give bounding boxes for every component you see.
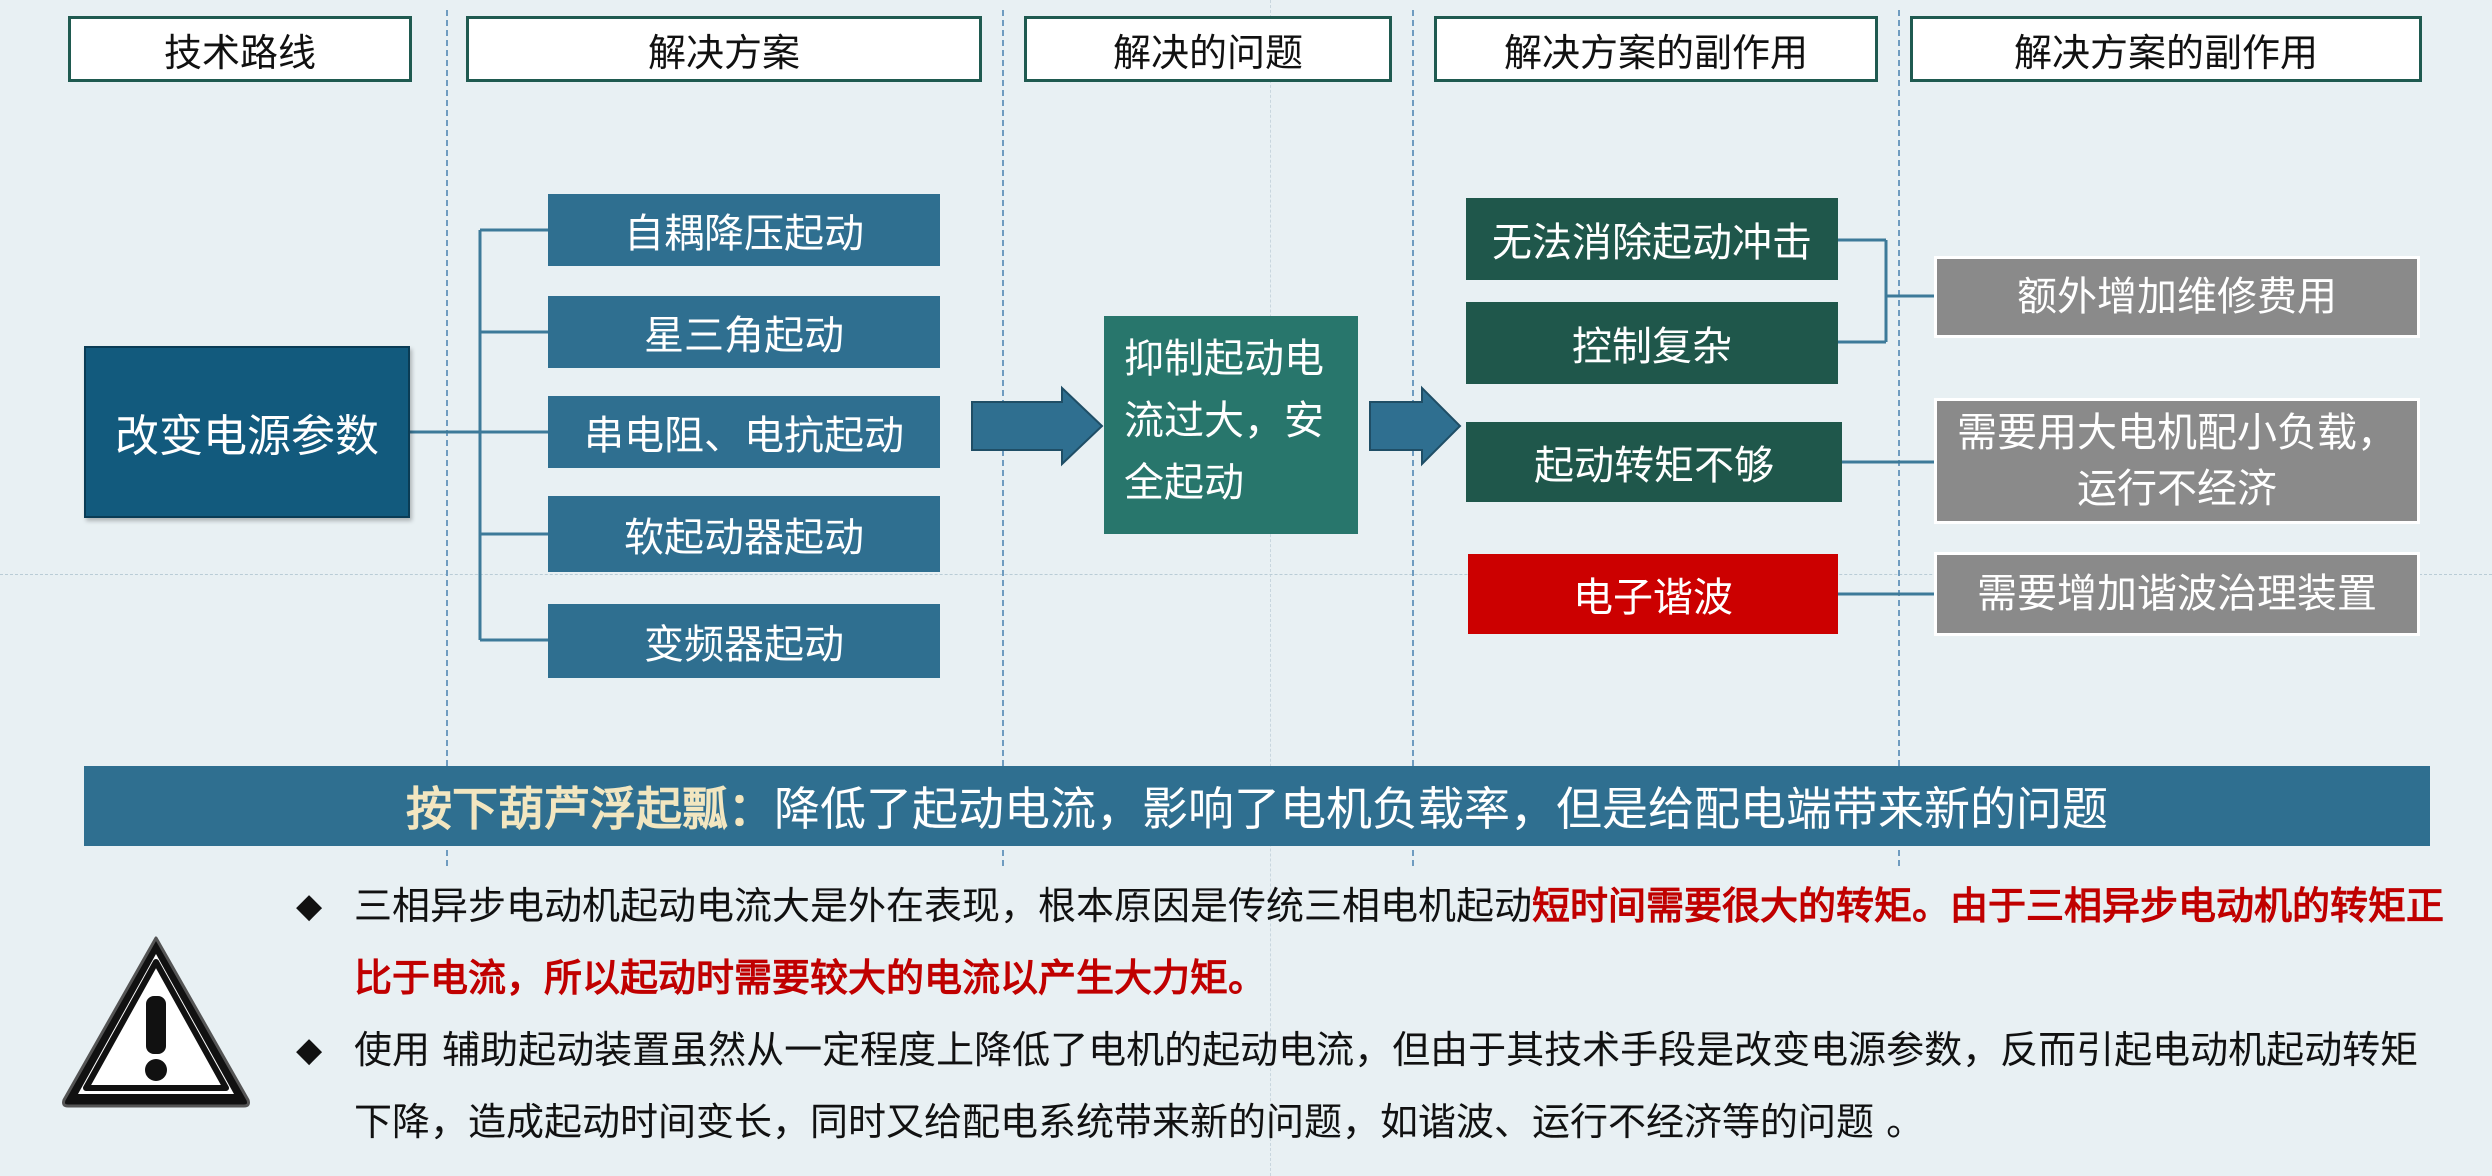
column-separator xyxy=(446,10,448,866)
header-technical-route: 技术路线 xyxy=(68,16,412,82)
root-node: 改变电源参数 xyxy=(84,346,410,518)
bullet-highlight-text: 短时间需要很大的转矩。由于三相异步电动机的转矩正比于电流，所以起动时需要较大的电… xyxy=(354,884,2445,1000)
side-effect-impact: 无法消除起动冲击 xyxy=(1466,198,1838,280)
banner-text: 降低了起动电流，影响了电机负载率，但是给配电端带来新的问题 xyxy=(774,782,2108,836)
explanation-list: ◆ 三相异步电动机起动电流大是外在表现，根本原因是传统三相电机起动短时间需要很大… xyxy=(290,870,2450,1158)
summary-banner: 按下葫芦浮起瓢：降低了起动电流，影响了电机负载率，但是给配电端带来新的问题 xyxy=(84,766,2430,846)
consequence-line: 运行不经济 xyxy=(2077,466,2277,512)
header-solution: 解决方案 xyxy=(466,16,982,82)
solved-problem-node: 抑制起动电 流过大，安 全起动 xyxy=(1104,316,1358,534)
side-effect-complex-control: 控制复杂 xyxy=(1466,302,1838,384)
header-side-effect: 解决方案的副作用 xyxy=(1434,16,1878,82)
diamond-bullet-icon: ◆ xyxy=(296,886,323,926)
consequence-oversized-motor: 需要用大电机配小负载， 运行不经济 xyxy=(1934,398,2420,524)
header-solved-problem: 解决的问题 xyxy=(1024,16,1392,82)
consequence-harmonic-device: 需要增加谐波治理装置 xyxy=(1934,552,2420,636)
solution-star-delta: 星三角起动 xyxy=(548,296,940,368)
problem-line: 全起动 xyxy=(1124,460,1244,506)
list-item: ◆ 三相异步电动机起动电流大是外在表现，根本原因是传统三相电机起动短时间需要很大… xyxy=(290,870,2450,1014)
header-side-effect-2: 解决方案的副作用 xyxy=(1910,16,2422,82)
side-effect-low-torque: 起动转矩不够 xyxy=(1466,422,1842,502)
bullet-text: 使用 辅助起动装置虽然从一定程度上降低了电机的起动电流，但由于其技术手段是改变电… xyxy=(354,1028,2419,1144)
consequence-line: 需要用大电机配小负载， xyxy=(1957,410,2397,456)
side-effect-harmonics: 电子谐波 xyxy=(1468,554,1838,634)
solution-vfd: 变频器起动 xyxy=(548,604,940,678)
background-guide xyxy=(1270,0,1271,1176)
solution-autotransformer: 自耦降压起动 xyxy=(548,194,940,266)
consequence-maintenance-cost: 额外增加维修费用 xyxy=(1934,256,2420,338)
list-item: ◆ 使用 辅助起动装置虽然从一定程度上降低了电机的起动电流，但由于其技术手段是改… xyxy=(290,1014,2450,1158)
solution-resistor-reactor: 串电阻、电抗起动 xyxy=(548,396,940,468)
column-separator xyxy=(1898,10,1900,866)
banner-highlight: 按下葫芦浮起瓢： xyxy=(406,782,774,836)
background-guide-horizontal xyxy=(0,574,2492,575)
solution-soft-starter: 软起动器起动 xyxy=(548,496,940,572)
arrow-right-icon xyxy=(1369,385,1462,467)
bullet-text: 三相异步电动机起动电流大是外在表现，根本原因是传统三相电机起动 xyxy=(354,884,1533,928)
diamond-bullet-icon: ◆ xyxy=(296,1030,323,1070)
problem-line: 抑制起动电 xyxy=(1124,336,1324,382)
problem-line: 流过大，安 xyxy=(1124,398,1324,444)
warning-icon xyxy=(62,936,250,1108)
arrow-right-icon xyxy=(971,385,1104,467)
